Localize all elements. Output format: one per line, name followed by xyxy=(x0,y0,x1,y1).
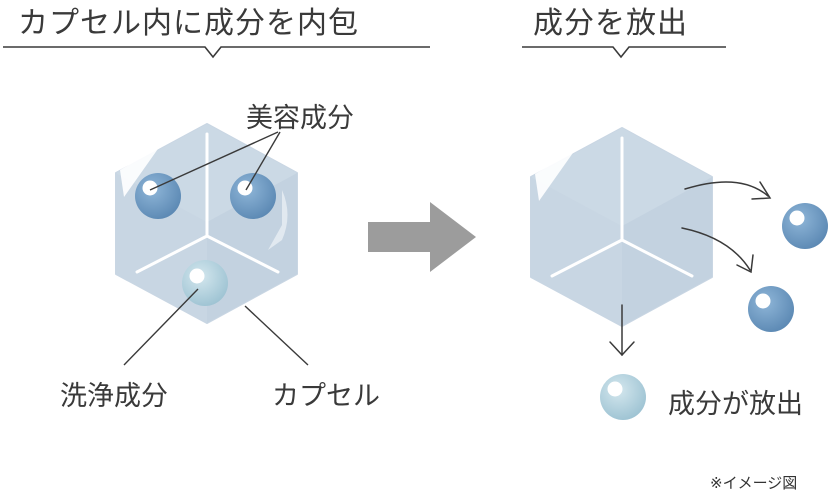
transition-arrow xyxy=(368,202,476,272)
heading-encapsulated: カプセル内に成分を内包 xyxy=(18,6,359,41)
heading-underline-left xyxy=(3,46,430,59)
released-cleansing-ball xyxy=(600,374,646,420)
label-cleansing-ingredient: 洗浄成分 xyxy=(60,381,168,412)
released-beauty-ball-lower xyxy=(748,286,794,332)
capsule-cube-right xyxy=(530,127,713,327)
label-capsule: カプセル xyxy=(272,381,380,412)
image-note: ※イメージ図 xyxy=(710,474,798,492)
leader-lines xyxy=(123,131,309,366)
released-beauty-ball-upper xyxy=(782,203,828,249)
beauty-ball-left xyxy=(135,173,181,219)
heading-release: 成分を放出 xyxy=(533,6,688,41)
label-release: 成分が放出 xyxy=(668,389,803,420)
label-beauty-ingredient: 美容成分 xyxy=(246,103,354,134)
beauty-ball-right xyxy=(230,173,276,219)
release-arrows xyxy=(609,181,772,357)
heading-underline-right xyxy=(522,46,726,59)
